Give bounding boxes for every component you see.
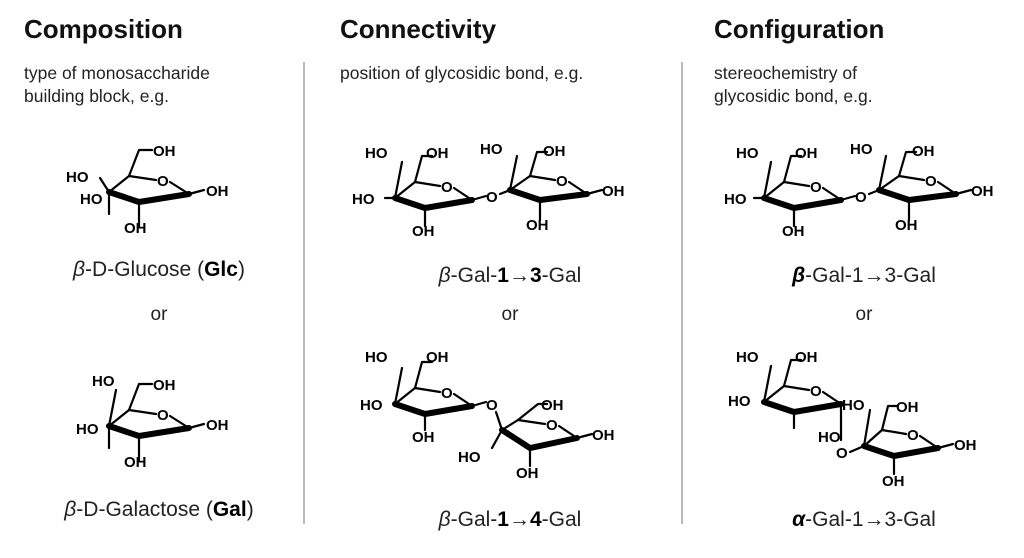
glucose-ho-4: HO — [66, 169, 89, 186]
c2b-ho-3: HO — [360, 397, 383, 414]
glucose-ho-3: HO — [80, 191, 103, 208]
composition-heading: Composition — [24, 14, 183, 44]
connectivity-column: Connectivity position of glycosidic bond… — [340, 0, 680, 558]
c3b-ring-o-right: O — [907, 427, 919, 444]
gal-1-3-gal-structure: HO OH O HO OH O HO OH O OH OH — [352, 141, 625, 240]
configuration-column: Configuration stereochemistry of glycosi… — [714, 0, 1014, 558]
c3a-oh-6: OH — [795, 145, 818, 162]
alpha-gal-1-3-gal-label: α-Gal-1→3-Gal — [792, 508, 936, 531]
c3b-glycosidic-o: O — [836, 445, 848, 462]
glucose-oh-2: OH — [124, 220, 147, 237]
galactose-oh-2: OH — [124, 454, 147, 471]
c3a-oh-6-right: OH — [912, 143, 935, 160]
configuration-description-line-1: stereochemistry of — [714, 63, 857, 83]
configuration-or: or — [855, 304, 873, 325]
c2a-ho-3: HO — [352, 191, 375, 208]
composition-description-line-1: type of monosaccharide — [24, 63, 210, 83]
gal-1-4-gal-structure: HO OH O HO OH O OH O HO OH OH — [360, 349, 615, 482]
configuration-description-line-2: glycosidic bond, e.g. — [714, 86, 873, 106]
connectivity-description-line-1: position of glycosidic bond, e.g. — [340, 63, 584, 83]
configuration-description: stereochemistry of glycosidic bond, e.g. — [714, 62, 873, 108]
c2a-ho-4: HO — [365, 145, 388, 162]
c2a-glycosidic-o: O — [486, 189, 498, 206]
c3b-ho-2: HO — [818, 429, 841, 446]
c2b-oh-2-right: OH — [516, 465, 539, 482]
gal-1-4-gal-label: β-Gal-1→4-Gal — [438, 508, 582, 531]
glucose-label: β-D-Glucose (Glc) — [73, 258, 245, 281]
galactose-ho-4: HO — [92, 373, 115, 390]
galactose-label: β-D-Galactose (Gal) — [64, 498, 254, 521]
c3a-oh-2-right: OH — [895, 217, 918, 234]
c2a-ring-o-right: O — [556, 173, 568, 190]
c3b-oh-1-right: OH — [954, 437, 977, 454]
c3b-oh-2-right: OH — [882, 473, 905, 490]
c2b-oh-1-right: OH — [592, 427, 615, 444]
c2b-oh-2: OH — [412, 429, 435, 446]
c3b-ho-3: HO — [728, 393, 751, 410]
c2a-oh-1-right: OH — [602, 183, 625, 200]
beta-gal-1-3-gal-label: β-Gal-1→3-Gal — [792, 264, 936, 287]
c3a-oh-1-right: OH — [971, 183, 994, 200]
connectivity-heading: Connectivity — [340, 14, 497, 44]
c2b-glycosidic-o: O — [486, 397, 498, 414]
galactose-structure: HO OH O HO OH OH — [76, 373, 229, 471]
c3a-ho-4: HO — [736, 145, 759, 162]
c2b-ho-4: HO — [365, 349, 388, 366]
c2a-oh-6-right: OH — [543, 143, 566, 160]
c3a-ring-o-left: O — [810, 179, 822, 196]
galactose-oh-6: OH — [153, 377, 176, 394]
composition-description-line-2: building block, e.g. — [24, 86, 169, 106]
c2b-ho-3-right: HO — [458, 449, 481, 466]
column-divider-right — [681, 62, 683, 524]
glucose-structure: OH O HO HO OH OH — [66, 143, 229, 237]
c3b-oh-6-right: OH — [896, 399, 919, 416]
c2b-oh-6-right: OH — [541, 397, 564, 414]
glucose-ring-o: O — [157, 173, 169, 190]
c2a-ring-o-left: O — [441, 179, 453, 196]
c2b-ring-o-left: O — [441, 385, 453, 402]
galactose-ring-o: O — [157, 407, 169, 424]
composition-column: Composition type of monosaccharide build… — [24, 0, 294, 558]
glucose-oh-6: OH — [153, 143, 176, 160]
c2b-oh-6: OH — [426, 349, 449, 366]
gal-1-3-gal-label: β-Gal-1→3-Gal — [438, 264, 582, 287]
c3a-oh-2: OH — [782, 223, 805, 240]
c3a-ho-3: HO — [724, 191, 747, 208]
connectivity-or: or — [501, 304, 519, 325]
c3b-ho-4-right: HO — [842, 397, 865, 414]
c2a-oh-2: OH — [412, 223, 435, 240]
glucose-oh-1: OH — [206, 183, 229, 200]
beta-gal-1-3-gal-structure: HO OH O HO OH O HO OH O OH OH — [724, 141, 994, 240]
c3a-ho-4-right: HO — [850, 141, 873, 158]
c3b-ring-o-left: O — [810, 383, 822, 400]
galactose-ho-3: HO — [76, 421, 99, 438]
c3b-ho-4: HO — [736, 349, 759, 366]
c3b-oh-6: OH — [795, 349, 818, 366]
alpha-gal-1-3-gal-structure: HO OH O HO HO O HO OH O OH OH — [728, 349, 977, 490]
galactose-oh-1: OH — [206, 417, 229, 434]
c3a-glycosidic-o: O — [855, 189, 867, 206]
c2a-oh-6: OH — [426, 145, 449, 162]
c2a-ho-4-right: HO — [480, 141, 503, 158]
column-divider-left — [303, 62, 305, 524]
connectivity-description: position of glycosidic bond, e.g. — [340, 62, 583, 85]
composition-description: type of monosaccharide building block, e… — [24, 62, 210, 108]
composition-or: or — [150, 304, 168, 325]
c3a-ring-o-right: O — [925, 173, 937, 190]
configuration-heading: Configuration — [714, 14, 885, 44]
c2a-oh-2-right: OH — [526, 217, 549, 234]
c2b-ring-o-right: O — [546, 417, 558, 434]
